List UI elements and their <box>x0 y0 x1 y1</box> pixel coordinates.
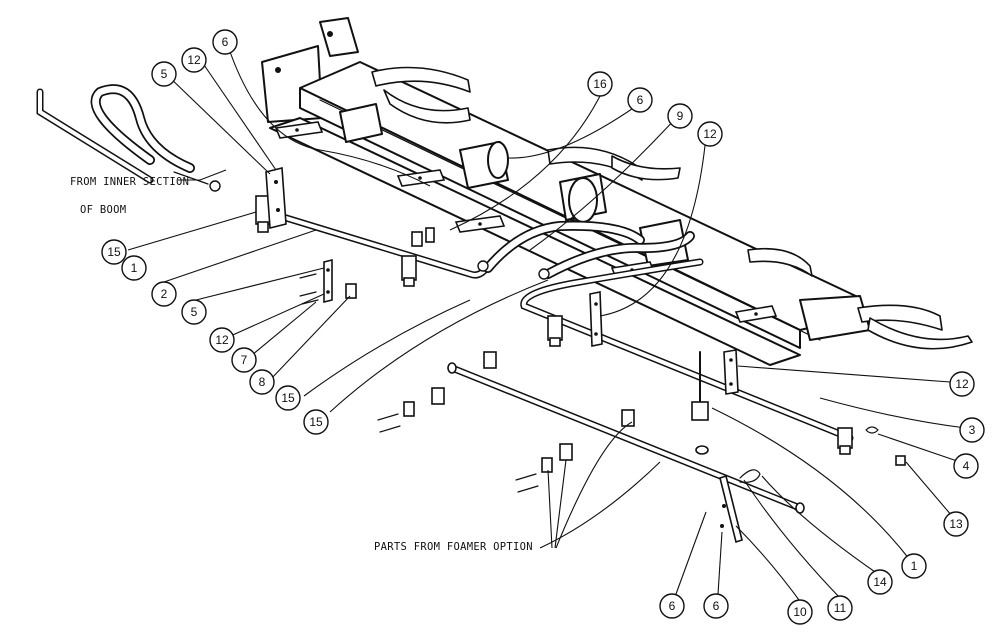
svg-text:12: 12 <box>703 127 717 141</box>
svg-text:2: 2 <box>161 287 168 301</box>
boom-wings <box>371 66 973 350</box>
svg-text:7: 7 <box>241 353 248 367</box>
svg-text:8: 8 <box>259 375 266 389</box>
callout-12-b: 12 <box>209 327 235 353</box>
hose-clamp-icon <box>209 180 221 192</box>
callout-10: 10 <box>787 599 813 625</box>
leader-lines <box>127 45 967 605</box>
callout-16: 16 <box>587 71 613 97</box>
callout-15-c: 15 <box>303 409 329 435</box>
svg-text:5: 5 <box>191 305 198 319</box>
notes: FROM INNER SECTION OF BOOM PARTS FROM FO… <box>70 176 533 553</box>
nozzle-body-right-1 <box>547 315 563 341</box>
nozzle-body-right-2 <box>837 427 853 449</box>
boom-frame <box>261 17 871 366</box>
right-spray-pipe <box>520 258 906 466</box>
svg-text:12: 12 <box>187 53 201 67</box>
callout-7: 7 <box>231 347 257 373</box>
callout-12-d: 12 <box>949 371 975 397</box>
hardware-left <box>299 258 333 305</box>
callout-12-a: 12 <box>181 47 207 73</box>
callout-14: 14 <box>867 569 893 595</box>
svg-text:3: 3 <box>969 423 976 437</box>
callout-1-b: 1 <box>901 553 927 579</box>
callout-3: 3 <box>959 417 985 443</box>
callout-5-b: 5 <box>181 299 207 325</box>
svg-text:12: 12 <box>955 377 969 391</box>
note-inner-section-line1: FROM INNER SECTION <box>70 176 189 188</box>
svg-text:13: 13 <box>949 517 963 531</box>
foamer-option-parts <box>377 351 805 544</box>
svg-text:1: 1 <box>911 559 918 573</box>
svg-text:15: 15 <box>107 245 121 259</box>
callout-bubbles: 15 1 2 5 12 6 5 12 7 8 15 15 16 6 9 12 1… <box>101 29 985 625</box>
svg-text:6: 6 <box>637 93 644 107</box>
left-spray-pipe <box>255 166 492 299</box>
note-inner-section-line2: OF BOOM <box>80 204 126 216</box>
svg-text:15: 15 <box>281 391 295 405</box>
inner-section-hose <box>36 84 221 192</box>
svg-text:6: 6 <box>669 599 676 613</box>
center-hose <box>477 220 695 280</box>
svg-text:14: 14 <box>873 575 887 589</box>
svg-text:15: 15 <box>309 415 323 429</box>
callout-1-a: 1 <box>121 255 147 281</box>
callout-6-b: 6 <box>627 87 653 113</box>
nozzle-body-left-2 <box>401 255 417 281</box>
note-foamer-option: PARTS FROM FOAMER OPTION <box>374 541 533 553</box>
callout-8: 8 <box>249 369 275 395</box>
svg-text:5: 5 <box>161 67 168 81</box>
callout-11: 11 <box>827 595 853 621</box>
svg-text:10: 10 <box>793 605 807 619</box>
callout-6-c: 6 <box>703 593 729 619</box>
callout-15-a: 15 <box>101 239 127 265</box>
callout-13: 13 <box>943 511 969 537</box>
callout-2: 2 <box>151 281 177 307</box>
callout-9: 9 <box>667 103 693 129</box>
svg-text:6: 6 <box>713 599 720 613</box>
svg-text:16: 16 <box>593 77 607 91</box>
callout-4: 4 <box>953 453 979 479</box>
svg-text:1: 1 <box>131 261 138 275</box>
svg-text:6: 6 <box>222 35 229 49</box>
callout-6-a: 6 <box>212 29 238 55</box>
callout-12-c: 12 <box>697 121 723 147</box>
callout-15-b: 15 <box>275 385 301 411</box>
svg-text:4: 4 <box>963 459 970 473</box>
svg-text:11: 11 <box>834 601 847 615</box>
callout-5-a: 5 <box>151 61 177 87</box>
svg-text:12: 12 <box>215 333 229 347</box>
svg-text:9: 9 <box>677 109 684 123</box>
callout-6-d: 6 <box>659 593 685 619</box>
